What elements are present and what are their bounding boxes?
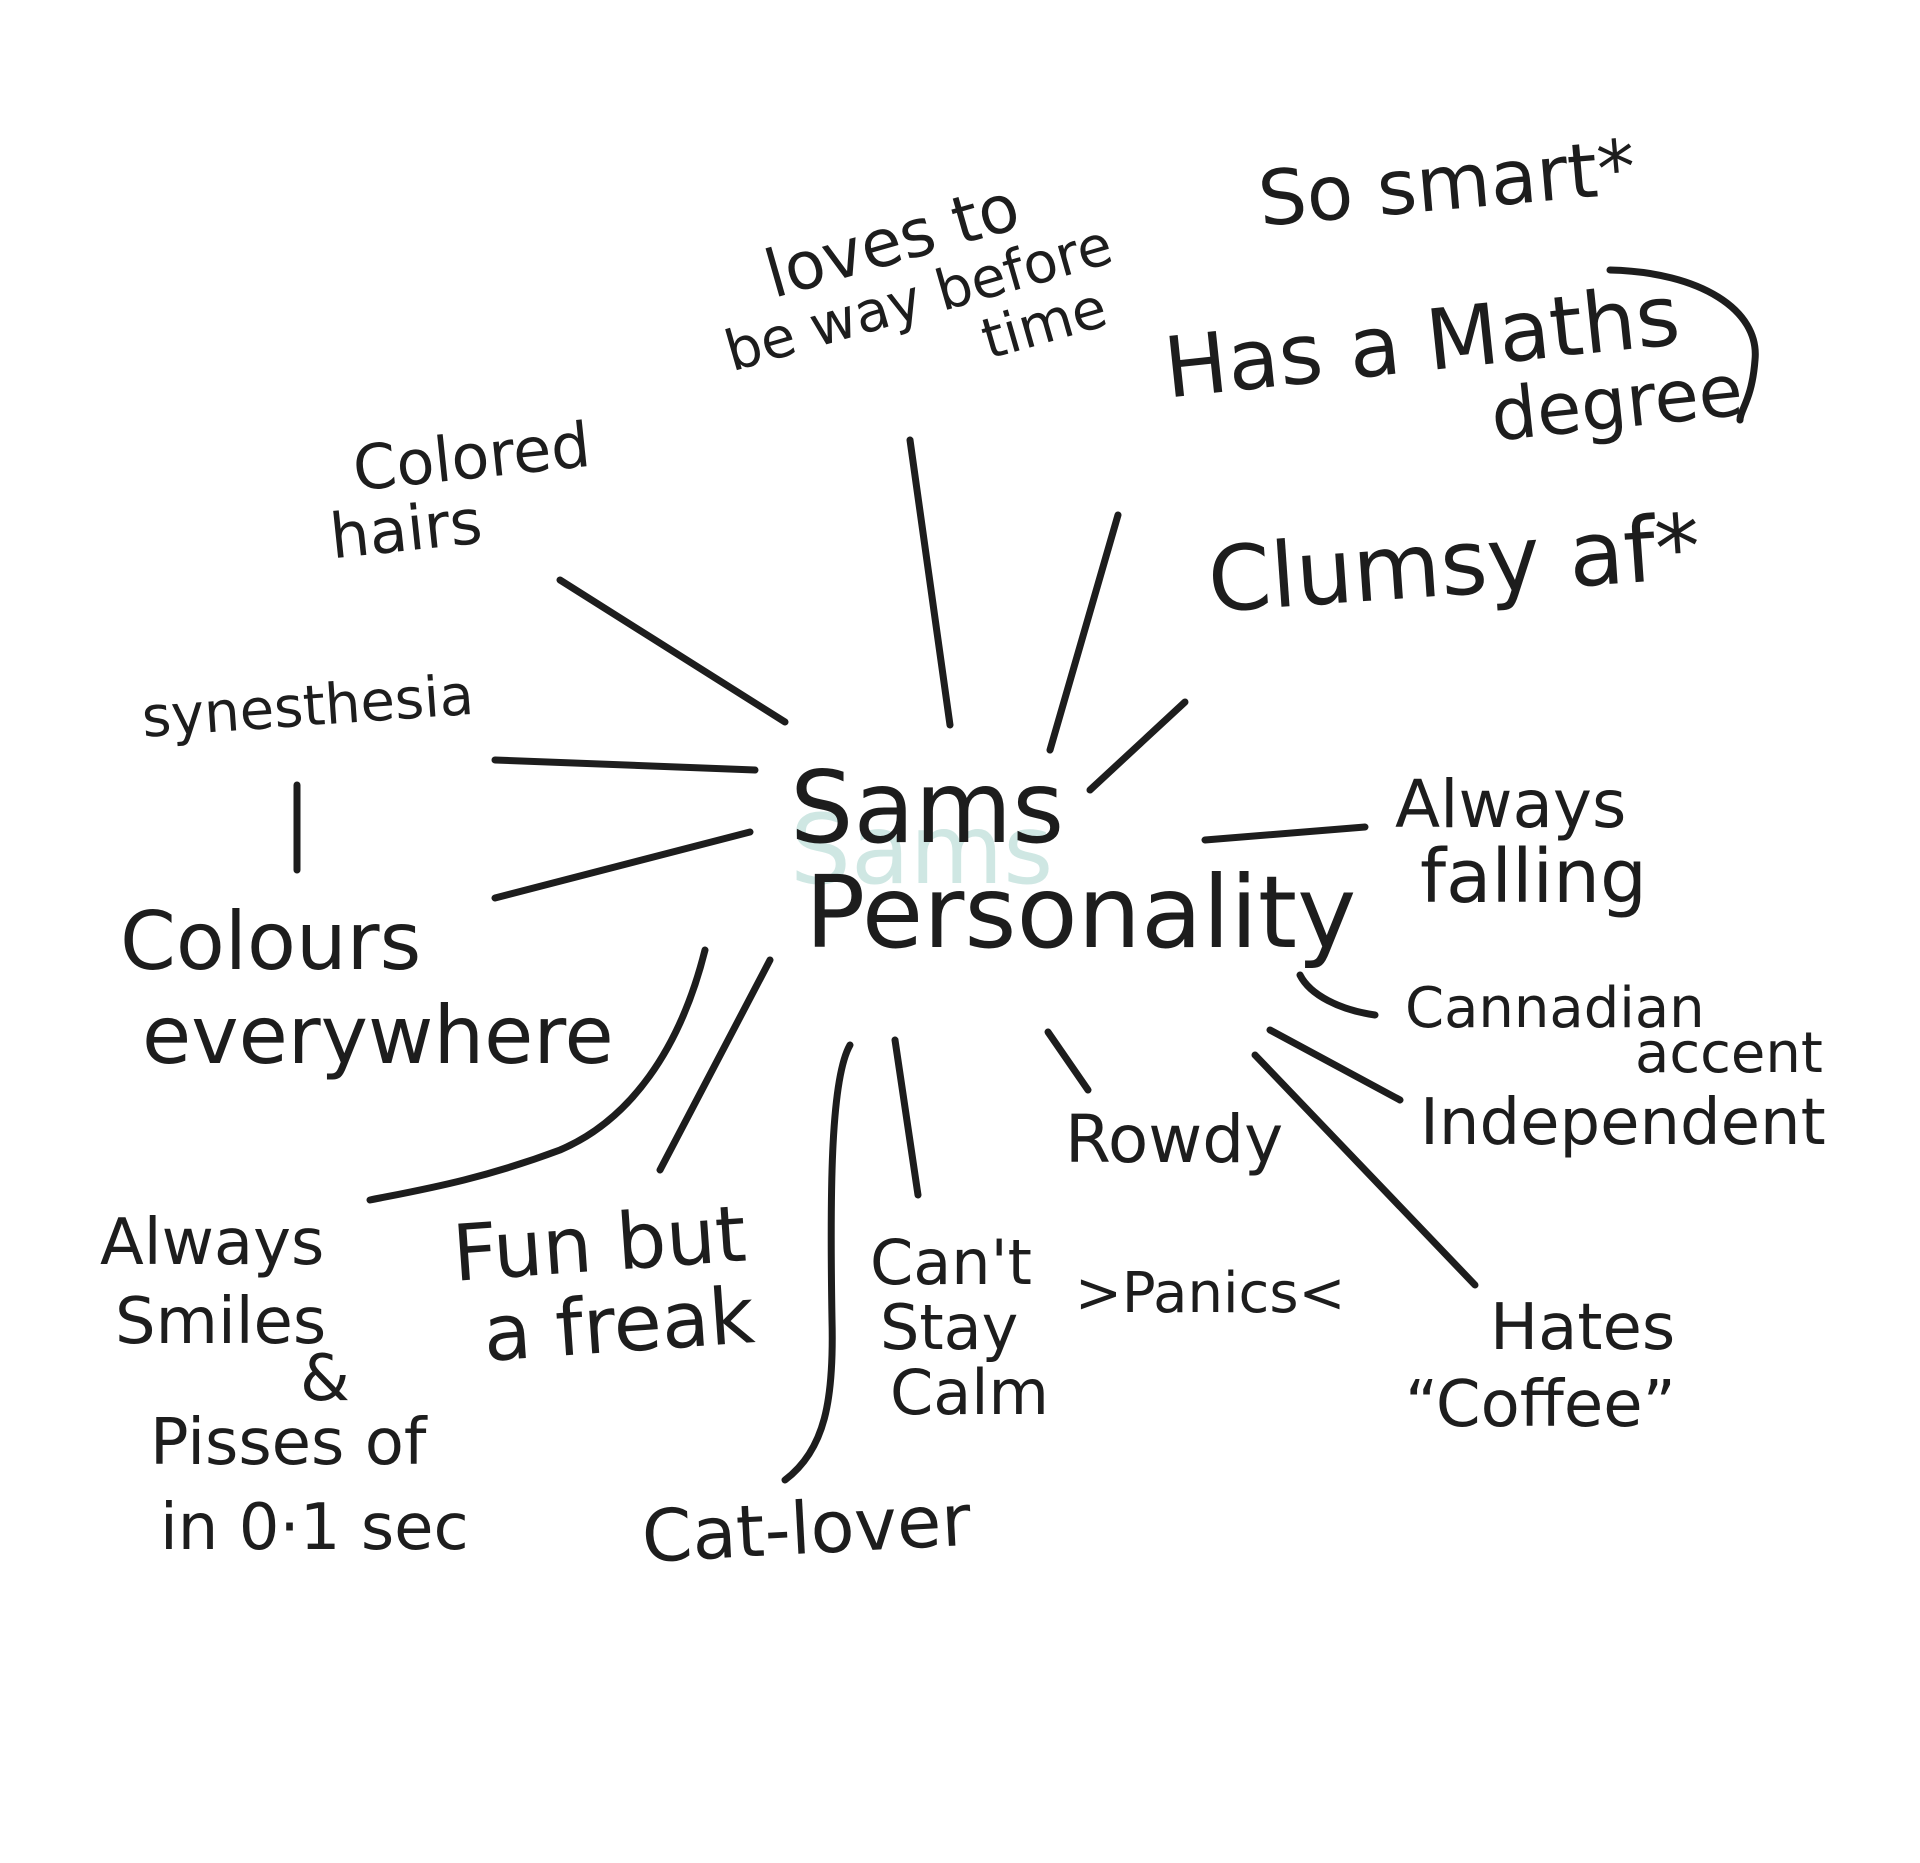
line-rowdy <box>1044 1028 1092 1094</box>
trait-panics: >Panics< <box>1075 1261 1346 1326</box>
line-so-smart-bracket <box>1606 266 1759 424</box>
line-coffee <box>1251 1051 1479 1289</box>
trait-colours-line-1: Colours <box>120 895 422 988</box>
line-loves-time <box>906 436 954 729</box>
trait-rowdy: Rowdy <box>1065 1101 1284 1178</box>
trait-always-falling-line-1: Always <box>1395 766 1627 843</box>
trait-cannadian-accent: Cannadian accent <box>1405 976 1823 1086</box>
trait-accent-line-1: Cannadian <box>1405 976 1705 1041</box>
line-maths <box>1046 511 1122 754</box>
line-accent <box>1296 971 1379 1019</box>
trait-always-falling: Always falling <box>1395 770 1647 917</box>
trait-calm-line-2: Stay <box>880 1291 1019 1365</box>
line-calm <box>891 1036 922 1199</box>
line-colours <box>491 828 754 902</box>
line-fun <box>656 956 774 1174</box>
trait-colours-everywhere: Colours everywhere <box>120 900 614 1078</box>
line-independent <box>1266 1026 1404 1104</box>
trait-fun-but-a-freak: Fun but a freak <box>450 1190 758 1380</box>
trait-independent: Independent <box>1420 1086 1826 1160</box>
line-always-falling <box>1201 823 1369 844</box>
line-colored-hairs <box>556 576 789 726</box>
trait-coffee-line-2: “Coffee” <box>1405 1368 1676 1443</box>
line-synesthesia <box>491 756 759 774</box>
line-smiles <box>366 946 709 1204</box>
trait-calm-line-1: Can't <box>870 1226 1032 1299</box>
trait-coffee-line-1: Hates <box>1490 1291 1676 1365</box>
center-title-shadow: Sams <box>790 794 1054 906</box>
trait-smiles-line-5: in 0·1 sec <box>160 1490 469 1565</box>
trait-smiles: Always Smiles & Pisses of in 0·1 sec <box>100 1206 469 1565</box>
center-title: Sams Personality <box>790 755 1356 965</box>
trait-cat-lover: Cat-lover <box>639 1477 973 1579</box>
trait-colored-hairs: Colored hairs <box>320 408 600 573</box>
trait-smiles-line-2: Smiles <box>115 1285 327 1360</box>
center-title-line-1: Sams <box>790 749 1065 866</box>
trait-smiles-line-4: Pisses of <box>150 1405 427 1480</box>
trait-colours-line-2: everywhere <box>142 989 614 1082</box>
trait-cant-stay-calm: Can't Stay Calm <box>870 1230 1049 1425</box>
center-title-line-2: Personality <box>805 854 1357 971</box>
line-clumsy <box>1086 698 1189 794</box>
trait-hates-coffee: Hates “Coffee” <box>1405 1291 1676 1443</box>
trait-accent-line-2: accent <box>1635 1020 1823 1086</box>
trait-calm-line-3: Calm <box>890 1356 1049 1430</box>
trait-fun-line-2: a freak <box>480 1271 758 1380</box>
trait-smiles-line-1: Always <box>100 1206 325 1280</box>
line-cat <box>781 1041 854 1484</box>
trait-smiles-line-3: & <box>300 1342 350 1417</box>
trait-always-falling-line-2: falling <box>1420 834 1647 921</box>
